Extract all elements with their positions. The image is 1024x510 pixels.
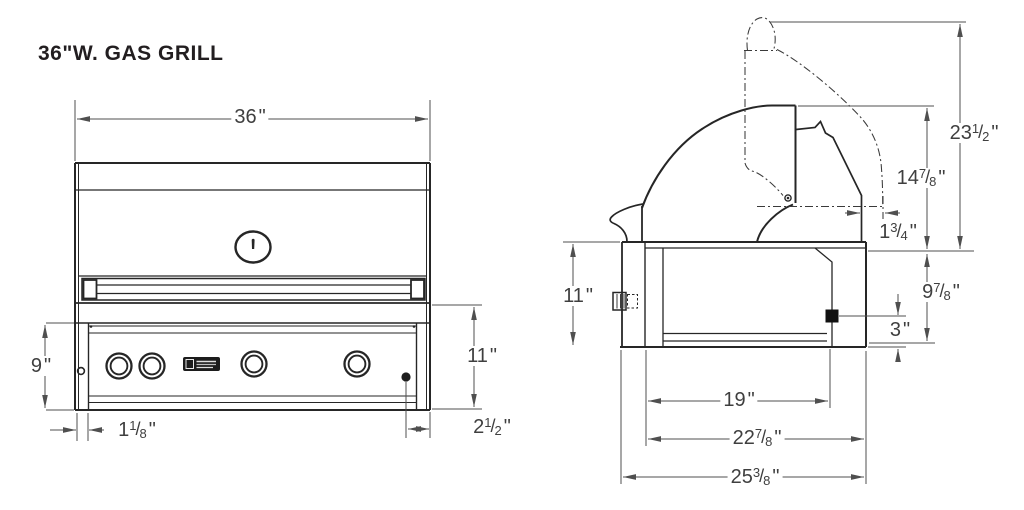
dim-value: 9 bbox=[30, 355, 43, 377]
dim-value: 19 bbox=[723, 389, 746, 411]
fraction-slash: / bbox=[896, 221, 902, 241]
fraction-numerator: 7 bbox=[933, 280, 941, 295]
inch-mark: " bbox=[903, 319, 911, 341]
fraction-numerator: 3 bbox=[752, 465, 761, 480]
dim-side-closed-hood-height: 147/8" bbox=[893, 166, 949, 189]
dim-front-body-height: 9" bbox=[27, 355, 55, 377]
dim-value: 22 bbox=[732, 427, 755, 449]
dim-value: 2 bbox=[473, 416, 485, 438]
inch-mark: " bbox=[503, 416, 511, 438]
dim-side-inner-depth: 19" bbox=[720, 389, 758, 411]
front-control-panel bbox=[76, 323, 418, 410]
dim-value: 3 bbox=[889, 319, 902, 341]
fraction-slash: / bbox=[490, 416, 496, 436]
igniter-button bbox=[401, 372, 411, 382]
handle-end-cap-right bbox=[410, 279, 425, 300]
fraction-denominator: 8 bbox=[765, 434, 773, 449]
dim-side-overall-depth: 253/8" bbox=[727, 465, 783, 488]
burner-knob-2 bbox=[138, 352, 166, 380]
inch-mark: " bbox=[938, 167, 946, 189]
drawing-title: 36"W. GAS GRILL bbox=[38, 42, 224, 65]
side-view bbox=[609, 17, 884, 348]
fraction-slash: / bbox=[939, 281, 945, 301]
fraction-numerator: 1 bbox=[971, 121, 980, 136]
screw-dot-right bbox=[412, 325, 416, 328]
inch-mark: " bbox=[909, 221, 917, 243]
hood-handle bbox=[81, 277, 426, 301]
burner-knob-4 bbox=[343, 350, 371, 378]
dim-side-below-counter: 97/8" bbox=[919, 280, 963, 303]
dim-front-width: 36" bbox=[231, 106, 269, 128]
dim-front-igniter-inset: 21/2" bbox=[470, 415, 514, 438]
brand-badge bbox=[183, 357, 220, 371]
side-control-panel bbox=[609, 203, 644, 311]
fraction-numerator: 7 bbox=[754, 426, 763, 441]
dim-value: 11 bbox=[563, 285, 584, 307]
fraction-slash: / bbox=[135, 419, 141, 439]
side-hood-closed bbox=[641, 104, 863, 243]
dim-value: 25 bbox=[730, 466, 753, 488]
fraction-numerator: 1 bbox=[484, 415, 492, 430]
fraction-denominator: 8 bbox=[763, 473, 771, 488]
inch-mark: " bbox=[489, 345, 497, 367]
inch-mark: " bbox=[747, 389, 755, 411]
front-hood bbox=[74, 162, 431, 411]
fraction-slash: / bbox=[759, 466, 765, 486]
panel-bezel bbox=[609, 203, 644, 242]
thermometer-needle bbox=[251, 238, 255, 249]
inch-mark: " bbox=[952, 281, 960, 303]
inch-mark: " bbox=[44, 355, 52, 377]
side-body bbox=[620, 241, 867, 348]
dim-side-front-height: 11" bbox=[560, 286, 596, 306]
thermometer bbox=[234, 230, 272, 264]
dim-value: 1 bbox=[879, 221, 891, 243]
dim-side-rear-clearance: 13/4" bbox=[876, 220, 920, 243]
open-hood-handle bbox=[746, 17, 776, 51]
inch-mark: " bbox=[585, 285, 593, 307]
screw-dot-left bbox=[89, 325, 93, 328]
dim-side-open-hood-height: 231/2" bbox=[946, 121, 1002, 144]
fraction-denominator: 8 bbox=[139, 426, 147, 441]
dim-value: 14 bbox=[896, 167, 919, 189]
side-hood-open-phantom bbox=[744, 17, 884, 219]
hinge-pivot bbox=[784, 194, 792, 202]
fraction-slash: / bbox=[978, 122, 984, 142]
dim-front-flange-inset: 11/8" bbox=[115, 418, 159, 441]
handle-end-cap-left bbox=[82, 279, 98, 300]
gas-inlet bbox=[825, 309, 839, 323]
inch-mark: " bbox=[772, 466, 780, 488]
side-knob bbox=[612, 291, 638, 311]
burner-knob-1 bbox=[105, 352, 133, 380]
flange-hole bbox=[76, 366, 86, 376]
fraction-slash: / bbox=[761, 427, 767, 447]
burner-knob-3 bbox=[240, 350, 268, 378]
inch-mark: " bbox=[991, 122, 999, 144]
dim-side-gas-inlet-height: 3" bbox=[886, 319, 914, 341]
fraction-denominator: 2 bbox=[982, 129, 990, 144]
fraction-denominator: 8 bbox=[929, 174, 937, 189]
fraction-slash: / bbox=[925, 167, 931, 187]
fraction-denominator: 2 bbox=[494, 423, 502, 438]
front-view bbox=[74, 162, 431, 411]
dim-value: 36 bbox=[234, 106, 257, 128]
dim-value: 11 bbox=[467, 345, 488, 367]
dim-value: 23 bbox=[949, 122, 972, 144]
fraction-numerator: 3 bbox=[890, 220, 898, 235]
dim-value: 9 bbox=[922, 281, 934, 303]
fraction-denominator: 8 bbox=[943, 288, 951, 303]
hood-rear-vent bbox=[795, 119, 863, 242]
fraction-numerator: 1 bbox=[129, 418, 137, 433]
dim-front-panel-height: 11" bbox=[464, 346, 500, 366]
dim-side-mid-depth: 227/8" bbox=[729, 426, 785, 449]
inch-mark: " bbox=[258, 106, 266, 128]
inch-mark: " bbox=[774, 427, 782, 449]
dim-value: 1 bbox=[118, 419, 130, 441]
fraction-numerator: 7 bbox=[918, 166, 927, 181]
inch-mark: " bbox=[148, 419, 156, 441]
fraction-denominator: 4 bbox=[900, 228, 908, 243]
